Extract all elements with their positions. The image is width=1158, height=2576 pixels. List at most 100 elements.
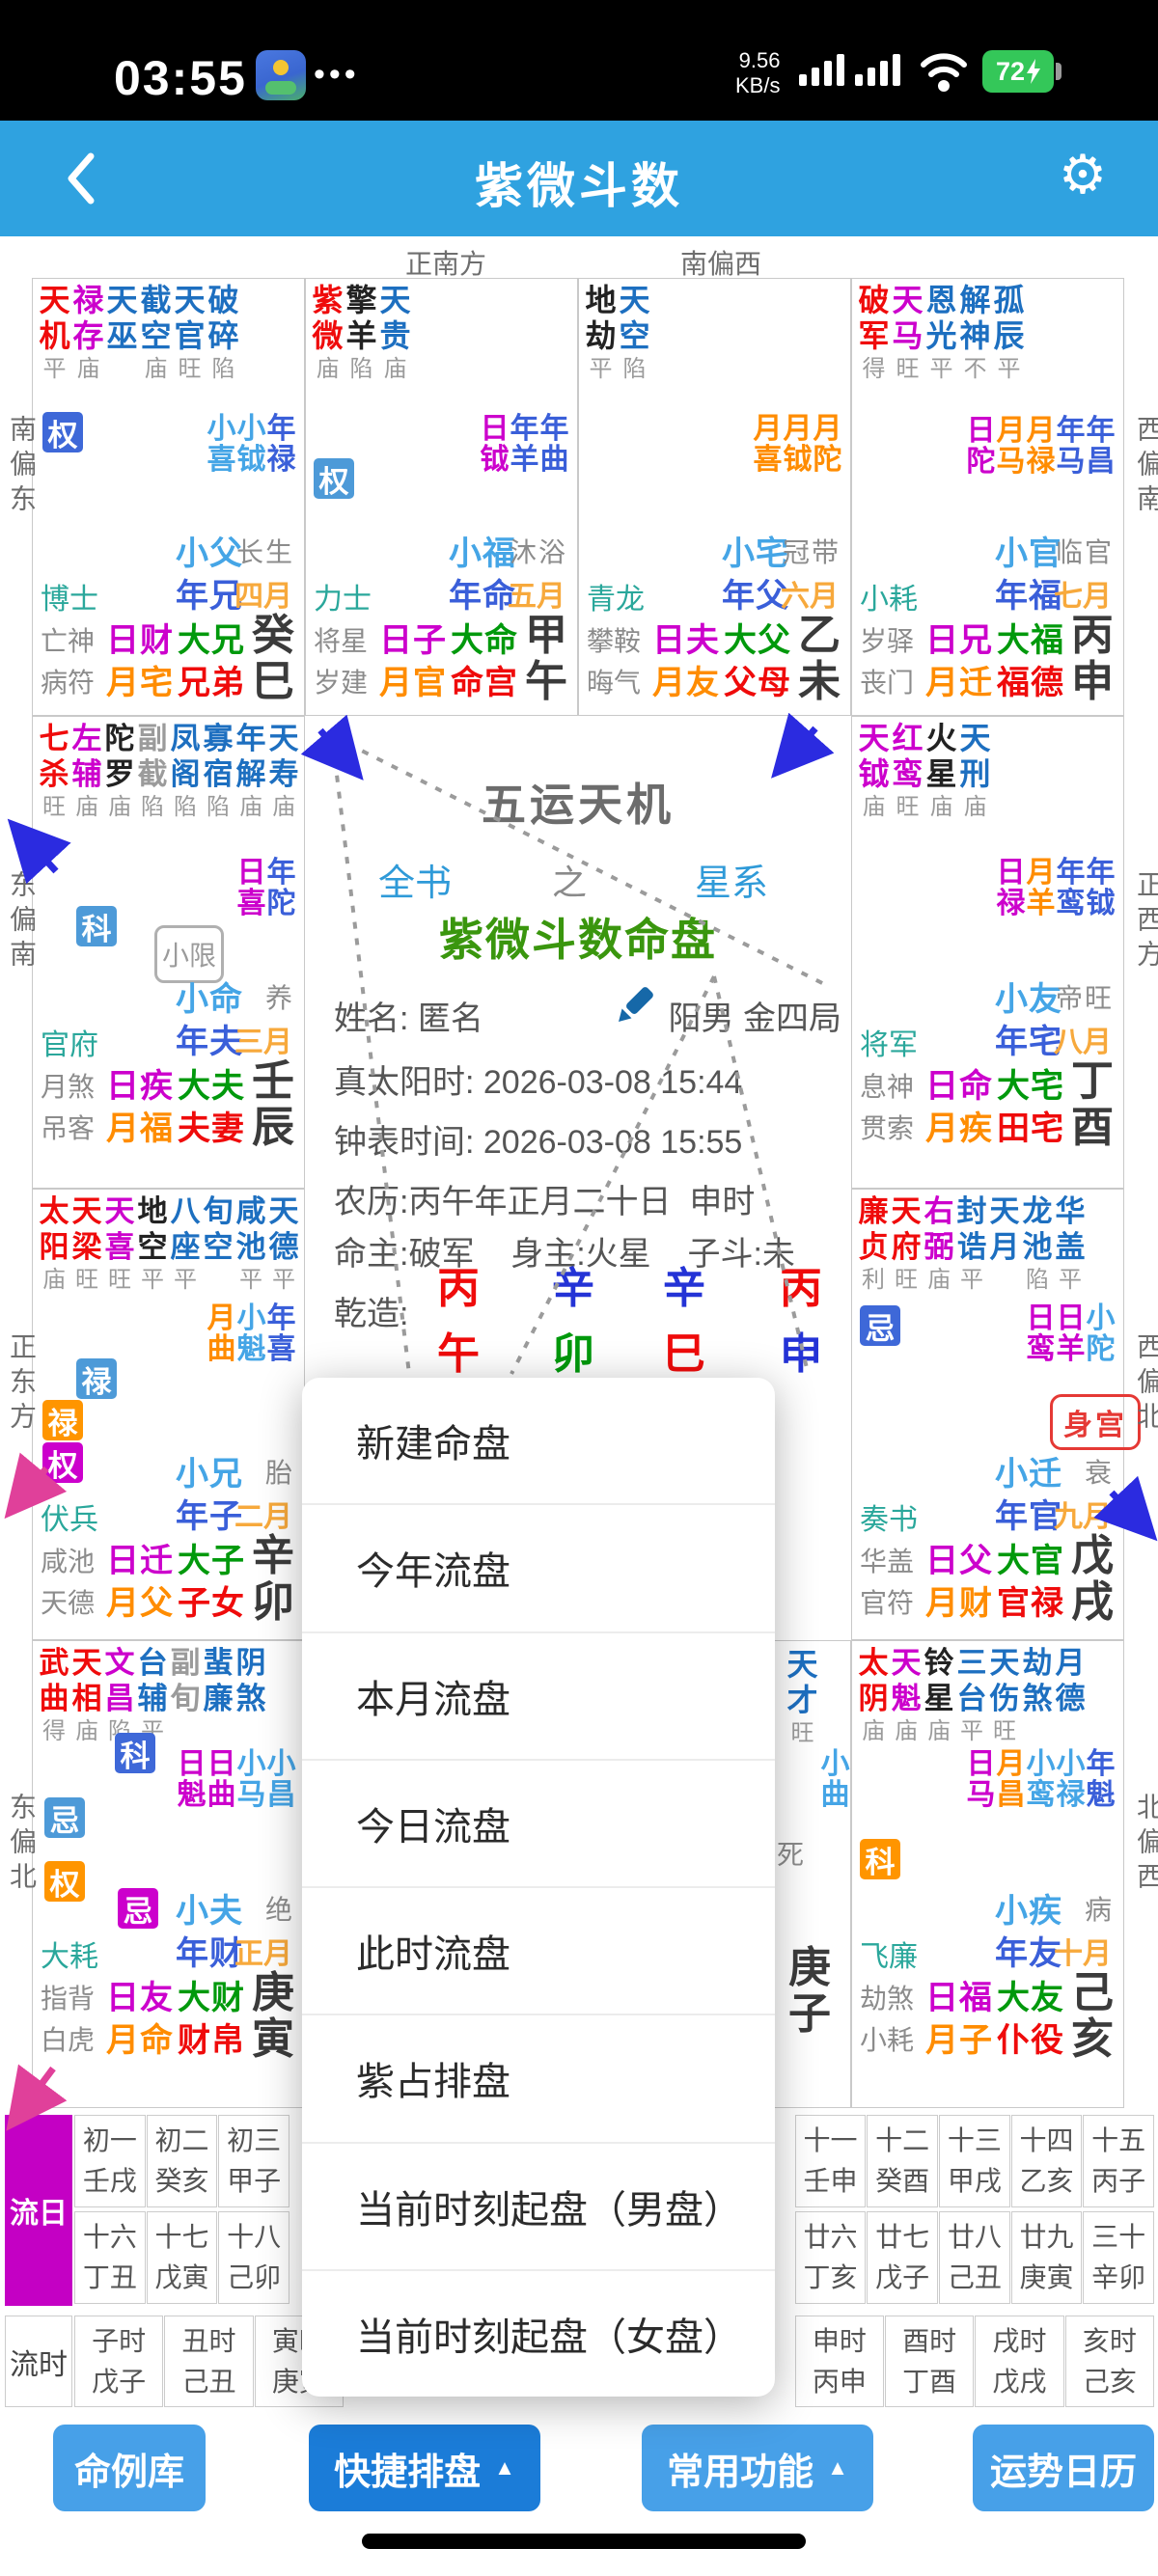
minor-star-日魁: 日魁	[177, 1748, 207, 1811]
flow-hour-cell-酉时[interactable]: 酉时丁酉	[885, 2316, 975, 2407]
chart-title: 紫微斗数命盘	[439, 915, 717, 965]
palace-you[interactable]: 天钺庙红鸾旺火星庙天刑庙日禄月羊年鸾年钺将军 息神 贯索小友年宅日命月疾大宅田宅…	[851, 716, 1124, 1189]
popup-item-6[interactable]: 当前时刻起盘（男盘）	[302, 2141, 775, 2269]
popup-item-3[interactable]: 今日流盘	[302, 1758, 775, 1886]
ganzhi-label: 丙申	[1071, 612, 1114, 705]
toolbar-button-运势日历[interactable]: 运势日历	[973, 2425, 1154, 2511]
flow-hour-cell-戌时[interactable]: 戌时戊戌	[975, 2316, 1064, 2407]
flow-day-cell-十七[interactable]: 十七戊寅	[146, 2211, 218, 2304]
god-贯索: 贯索	[860, 1113, 915, 1143]
native-palace-label: 福德	[997, 665, 1064, 701]
flow-day-cell-廿九[interactable]: 廿九庚寅	[1010, 2211, 1083, 2304]
xiaoxian-palace-label: 小兄	[176, 1456, 243, 1493]
palace-chen[interactable]: 七杀旺左辅庙陀罗庙副截陷凤阁陷寡宿陷年解庙天寿庙科小限日喜年陀官府 月煞 吊客小…	[32, 716, 305, 1189]
month-label: 三月	[234, 1027, 292, 1058]
decade-palace-label: 大福	[997, 622, 1064, 659]
god-大耗: 大耗	[41, 1941, 98, 1973]
flow-day-cell-初二[interactable]: 初二癸亥	[146, 2115, 218, 2207]
month-palace-label: 月宅	[106, 665, 174, 701]
popup-item-4[interactable]: 此时流盘	[302, 1886, 775, 2014]
flow-day-cell-十一[interactable]: 十一壬申	[794, 2115, 867, 2207]
star-火星: 火星庙	[925, 721, 957, 820]
flow-hour-cell-申时[interactable]: 申时丙申	[794, 2316, 884, 2407]
popup-item-1[interactable]: 今年流盘	[302, 1503, 775, 1631]
popup-item-2[interactable]: 本月流盘	[302, 1631, 775, 1759]
palace-wu[interactable]: 紫微庙擎羊陷天贵庙权日钺年羊年曲力士 将星 岁建小福年命日子月官大命命宫沐浴五月…	[305, 278, 578, 716]
native-palace-label: 仆役	[997, 2022, 1064, 2059]
day-palace-label: 日父	[925, 1543, 993, 1579]
month-label: 五月	[508, 581, 565, 613]
major-stars-row: 太阳庙天梁旺天喜旺地空平八座平旬空 咸池平天德平	[38, 1193, 301, 1295]
native-palace-label: 夫妻	[178, 1110, 245, 1147]
palace-wei[interactable]: 地劫平天空陷月喜月钺月陀青龙 攀鞍 晦气小宅年父日夫月友大父父母冠带六月乙未	[578, 278, 851, 716]
link-xingxi[interactable]: 星系	[695, 863, 769, 904]
flow-day-cell-初三[interactable]: 初三甲子	[218, 2115, 290, 2207]
sihua-badge-忌: 忌	[118, 1888, 158, 1929]
month-palace-label: 月财	[925, 1585, 993, 1622]
popup-item-7[interactable]: 当前时刻起盘（女盘）	[302, 2268, 775, 2397]
palace-hai[interactable]: 太阴庙天魁庙铃星庙三台平天伤旺劫煞 月德 科日马月昌小鸾小禄年魁飞廉 劫煞 小耗…	[851, 1640, 1124, 2108]
popup-item-5[interactable]: 紫占排盘	[302, 2014, 775, 2141]
star-阴煞: 阴煞	[235, 1646, 266, 1715]
settings-gear-icon[interactable]: ⚙	[1058, 144, 1108, 205]
star-年解: 年解庙	[235, 722, 266, 820]
toolbar-button-常用功能[interactable]: 常用功能▲	[642, 2425, 873, 2511]
palace-xu[interactable]: 廉贞利天府旺右弼庙封诰平天月 龙池陷华盖平忌身宫日鸾日羊小陀奏书 华盖 官符小迁…	[851, 1189, 1141, 1640]
flow-hour-cell-亥时[interactable]: 亥时己亥	[1064, 2316, 1154, 2407]
palace-shen[interactable]: 破军得天马旺恩光平解神不孤辰平日陀月马月禄年马年昌小耗 岁驿 丧门小官年福日兄月…	[851, 278, 1124, 716]
app-icon	[256, 50, 306, 100]
year-gods: 博士 亡神 病符	[41, 579, 98, 703]
link-quanshu[interactable]: 全书	[378, 863, 453, 904]
god-小耗: 小耗	[860, 2025, 915, 2055]
toolbar-button-命例库[interactable]: 命例库	[53, 2425, 206, 2511]
sihua-badge-权: 权	[314, 458, 354, 499]
home-indicator[interactable]	[362, 2534, 806, 2549]
back-button[interactable]	[60, 150, 102, 207]
god-指背: 指背	[41, 1984, 96, 2014]
flow-day-cell-廿六[interactable]: 廿六丁亥	[794, 2211, 867, 2304]
god-丧门: 丧门	[860, 668, 915, 698]
pillar-stem-0: 丙	[437, 1265, 480, 1312]
flow-hour-cell-丑时[interactable]: 丑时己丑	[164, 2316, 254, 2407]
flow-day-cell-初一[interactable]: 初一壬戌	[74, 2115, 146, 2207]
popup-item-0[interactable]: 新建命盘	[356, 1423, 510, 1466]
flow-day-cell-三十[interactable]: 三十辛卯	[1083, 2211, 1154, 2304]
year-gods: 飞廉 劫煞 小耗	[860, 1936, 918, 2061]
ganzhi-label: 甲午	[525, 612, 567, 705]
flow-day-cell-十二[interactable]: 十二癸酉	[867, 2115, 938, 2207]
flow-day-cell-廿七[interactable]: 廿七戊子	[867, 2211, 938, 2304]
pillar-branch-3: 申	[780, 1330, 822, 1378]
stage-label: 衰	[1084, 1458, 1114, 1488]
star-破碎: 破碎陷	[207, 283, 239, 382]
flow-day-cell-十六[interactable]: 十六丁丑	[74, 2211, 146, 2304]
native-palace-label: 官禄	[997, 1585, 1064, 1622]
name-field: 姓名: 匿名	[334, 1000, 483, 1037]
xiaoxian-marker: 小限	[154, 925, 224, 983]
flow-day-cell-十三[interactable]: 十三甲戌	[939, 2115, 1010, 2207]
year-palace-label: 年兄	[176, 578, 243, 615]
compass-label-left-2: 正东方	[7, 1332, 37, 1437]
flow-hour-cell-子时[interactable]: 子时戊子	[74, 2316, 164, 2407]
toolbar-button-快捷排盘[interactable]: 快捷排盘▲	[309, 2425, 540, 2511]
god-白虎: 白虎	[41, 2025, 96, 2055]
palace-mao[interactable]: 太阳庙天梁旺天喜旺地空平八座平旬空 咸池平天德平禄禄权月曲小魁年喜伏兵 咸池 天…	[32, 1189, 305, 1640]
god-力士: 力士	[314, 584, 372, 616]
palace-si[interactable]: 天机平禄存庙天巫 截空庙天官旺破碎陷权小喜小钺年禄博士 亡神 病符小父年兄日财月…	[32, 278, 305, 716]
ganzhi-label: 癸巳	[252, 612, 294, 705]
god-小耗: 小耗	[860, 584, 918, 616]
year-gods: 奏书 华盖 官符	[860, 1499, 918, 1624]
flow-day-cell-十八[interactable]: 十八己卯	[218, 2211, 290, 2304]
minor-star-月钺: 月钺	[783, 413, 813, 476]
flow-day-cell-廿八[interactable]: 廿八己丑	[939, 2211, 1010, 2304]
stage-label: 绝	[264, 1895, 294, 1925]
star-八座: 八座平	[170, 1194, 201, 1293]
flow-day-cell-十五[interactable]: 十五丙子	[1083, 2115, 1154, 2207]
star-天空: 天空陷	[619, 283, 650, 382]
edit-pencil-icon[interactable]	[612, 982, 658, 1032]
palace-yin[interactable]: 武曲得天相庙文昌陷台辅平副旬 蜚廉 阴煞 科忌权忌日魁日曲小马小昌大耗 指背 白…	[32, 1640, 305, 2108]
star-三台: 三台平	[956, 1646, 987, 1744]
flow-day-cell-十四[interactable]: 十四乙亥	[1010, 2115, 1083, 2207]
app-header: 紫微斗数 ⚙	[0, 121, 1158, 236]
sihua-badge-禄: 禄	[76, 1358, 117, 1399]
star-孤辰: 孤辰平	[993, 283, 1025, 382]
